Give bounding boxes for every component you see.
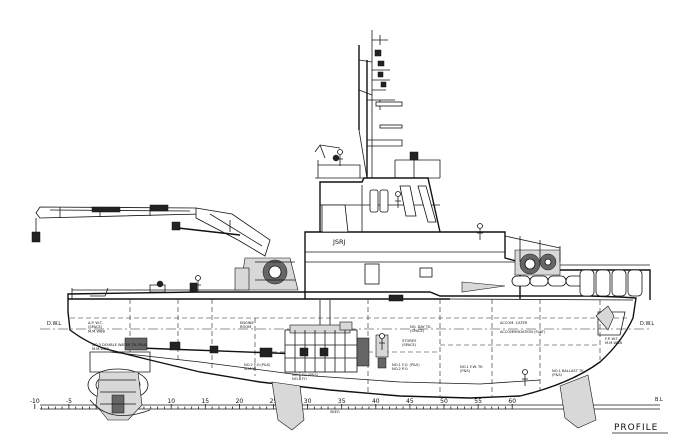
anchor-pocket [595,305,615,331]
azimuth-thruster [87,351,151,421]
label-fw-tanks: NO.1 F.W. TK (P&S) [460,365,484,373]
label-fore-peak: F.P. W.T. M.M.WBB [605,337,623,345]
label-accommodation: ACCOM. CATER ACCOMMODATION (FLAT) [500,321,546,334]
mast [314,30,419,179]
skeg-label: SKEG [330,410,340,414]
label-aft-peak: A.P. W.T. (SPACE) M.M.WBB [88,321,106,333]
knuckle-boom-crane [31,204,299,291]
deckhouse-door [364,263,380,285]
wheelhouse [319,177,441,233]
frame-tick-label: 20 [236,398,244,405]
label-engine-room: ENGINE ROOM [240,321,255,329]
foredeck [461,235,651,300]
bridge-window [399,185,417,217]
bridge-door [369,189,379,213]
label-ballast-fwd: NO.1 BALLAST TK (P&S) [552,369,585,377]
skeg-aft [271,381,305,431]
compartment-labels: A.P. W.T. (SPACE) M.M.WBB ENGINE ROOM NO… [88,321,623,381]
crew-figure-wheelhouse [395,191,401,208]
label-sewage: NO.2 F.O.(P&S) M.M.W [244,363,272,371]
label-fo-day: NO. DAY TK. (SPACE) [410,325,433,333]
hull-outline [67,291,637,399]
frame-tick-label: 50 [440,398,448,405]
shaft-line [139,347,301,355]
label-ballast-aft: NO.3 DOUBLE WATER TK (P&S) M.M.WBB [92,343,149,351]
frame-tick-label: -10 [30,398,40,405]
frame-tick-label: -5 [66,398,72,405]
label-fo-tanks-mid: NO.1 F.O. (P&S) NO.2 P.O. [392,363,421,371]
label-fo-tanks-aft: NO.2 FO (P&S) NO.3 FO [292,373,319,381]
bow-fenders [579,269,643,297]
frame-tick-label: 15 [201,398,209,405]
aft-deck-equipment [90,267,250,297]
crew-figures [195,149,528,386]
main-engine [284,321,370,373]
frame-tick-label: 25 [270,398,278,405]
deckhouse: JSRJ [304,159,521,302]
crane-main-boom [195,207,271,257]
crane-hook [31,231,41,243]
searchlight [409,151,419,161]
crew-figure-bridge [337,149,343,166]
antenna-aft [314,144,341,159]
bollard-aft [156,280,164,288]
label-stores: STORES (SPACE) [402,339,418,347]
crew-figure-aft [195,275,201,292]
skegs: SKEG [271,374,597,431]
bow-cone [461,281,506,293]
frame-tick-label: 10 [167,398,175,405]
bridge-wing-rail [317,160,361,178]
bl-label: B.L [655,397,663,403]
datum-lines: D.W.L D.W.L B.L [40,321,663,410]
frame-tick-label: 60 [508,398,516,405]
radar-scanner-upper [375,101,403,107]
frame-tick-label: 30 [304,398,312,405]
crew-figure-engineroom [379,333,385,350]
frame-scale: -10-5051015202530354045505560 [30,398,516,409]
frame-tick-label: 40 [372,398,380,405]
tank-top [109,351,541,385]
frame-tick-label: 55 [474,398,482,405]
drawing-title-block: PROFILE [612,423,668,434]
hull-name-text: JSRJ [332,238,346,246]
mast-light [374,49,382,57]
frame-tick-label: 45 [406,398,414,405]
propulsion-train [124,300,389,373]
frame-tick-label: 35 [338,398,346,405]
crane-cylinder [177,227,241,236]
dwl-label-aft: D.W.L [47,321,61,327]
radar-scanner-lower [379,124,403,129]
gearbox [124,337,148,351]
crew-figure-lower [522,369,528,386]
crew-figure-deck [477,223,483,240]
dwl-label-fwd: D.W.L [640,321,654,327]
tyre-fenders [511,275,585,287]
funnel [321,204,349,233]
skeg-fwd [559,374,597,429]
profile-title: PROFILE [614,423,658,433]
